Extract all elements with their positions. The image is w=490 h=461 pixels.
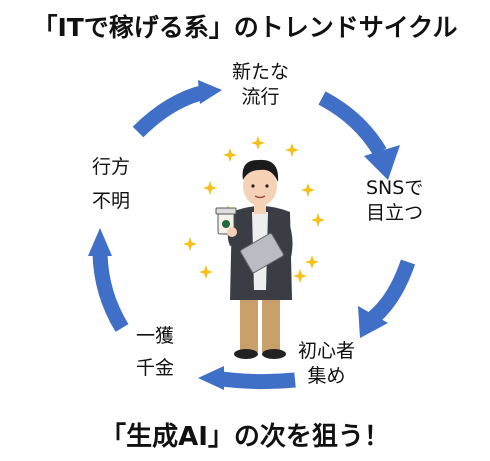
stage-line: 一獲 bbox=[136, 325, 175, 347]
stage-line: 千金 bbox=[136, 357, 175, 379]
stage-line: SNSで bbox=[366, 177, 424, 199]
cycle-stage-new-trend: 新たな 流行 bbox=[232, 60, 289, 110]
stage-line: 行方 bbox=[92, 156, 131, 178]
cycle-arrow-5 bbox=[132, 84, 207, 138]
footer-slogan: 「生成AI」の次を狙う！ bbox=[100, 422, 390, 452]
stage-line: 流行 bbox=[241, 86, 280, 108]
cycle-stage-stand-out-on-sns: SNSで 目立つ bbox=[366, 176, 423, 226]
stage-line: 集め bbox=[307, 365, 346, 387]
cycle-arrowhead-2 bbox=[358, 306, 388, 338]
cycle-arrow-2 bbox=[368, 259, 416, 324]
stage-line: 初心者 bbox=[298, 340, 356, 362]
person-illustration bbox=[215, 159, 293, 359]
page-title: 「ITで稼げる系」のトレンドサイクル bbox=[32, 13, 458, 42]
cycle-arrowhead-1 bbox=[364, 145, 400, 180]
cycle-arrowhead-5 bbox=[198, 80, 222, 104]
stage-line: 不明 bbox=[92, 190, 131, 212]
cycle-arrow-4 bbox=[92, 249, 129, 332]
cycle-stage-gather-beginners: 初心者 集め bbox=[298, 339, 355, 389]
stage-line: 目立つ bbox=[366, 202, 424, 224]
cycle-stage-get-rich-quick: 一獲 千金 bbox=[136, 320, 174, 384]
stage-line: 新たな bbox=[232, 61, 290, 83]
cycle-arrowhead-4 bbox=[88, 228, 112, 256]
cycle-arrow-1 bbox=[318, 91, 387, 156]
cycle-stage-whereabouts-unknown: 行方 不明 bbox=[92, 150, 130, 218]
cycle-arrowhead-3 bbox=[198, 366, 224, 390]
cycle-arrow-3 bbox=[213, 370, 296, 390]
